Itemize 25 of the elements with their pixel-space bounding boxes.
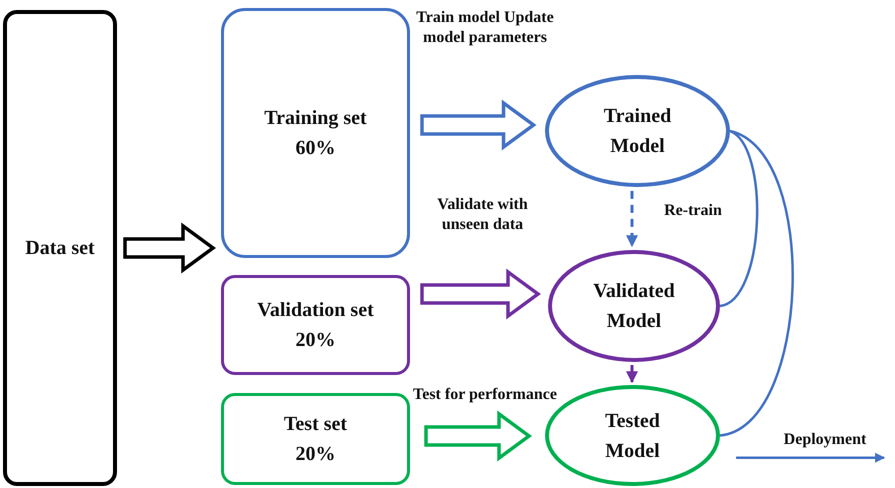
block-arrow (420, 268, 541, 320)
arrow (736, 452, 886, 463)
node-label: Tested Model (604, 408, 661, 464)
edge-label: Train model Update model parameters (415, 8, 555, 48)
node-label: Training set 60% (263, 106, 368, 161)
edge-label: Deployment (782, 430, 868, 450)
dataset-box (3, 10, 117, 486)
arrow (626, 190, 638, 248)
node-label: Validated Model (592, 279, 676, 334)
block-arrow (420, 100, 536, 150)
node-label: Validation set 20% (256, 298, 375, 353)
connector-line (720, 130, 758, 308)
node-label: Trained Model (602, 104, 672, 159)
connector-line (720, 130, 794, 437)
edge-label: Test for performance (412, 385, 558, 405)
node-label: Data set (25, 236, 95, 261)
node-label: Test set 20% (282, 412, 348, 467)
edge-label: Re-train (663, 201, 723, 221)
block-arrow (424, 410, 532, 462)
edge-label: Validate with unseen data (436, 195, 529, 235)
dataset-box (221, 8, 410, 258)
block-arrow (123, 222, 216, 274)
arrow (626, 364, 638, 384)
dataset-box (221, 393, 410, 485)
dataset-box (221, 275, 410, 375)
